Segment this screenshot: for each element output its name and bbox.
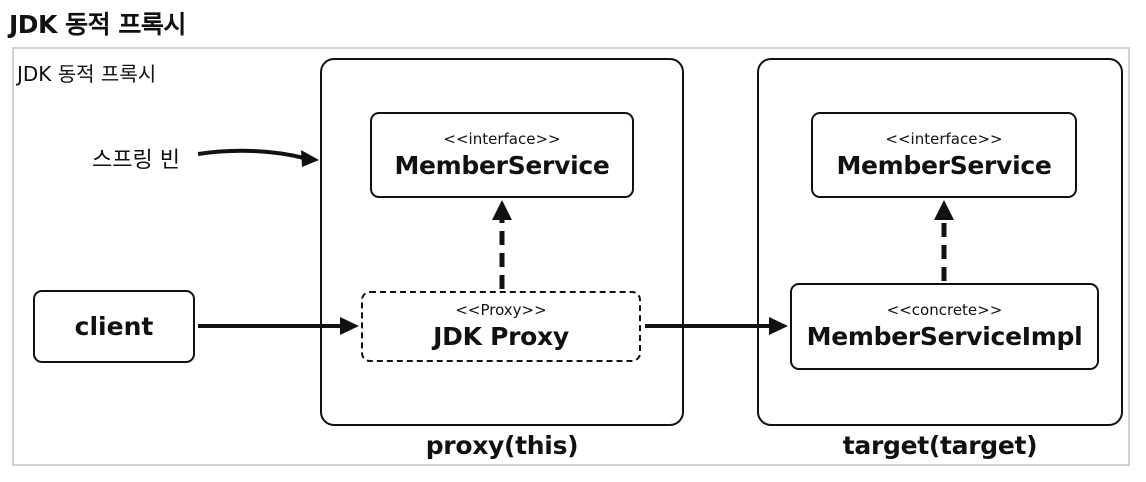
target-interface-stereotype: <<interface>>	[885, 129, 1003, 148]
client-to-proxy-arrowhead	[340, 317, 359, 335]
proxy-to-impl-arrowhead	[769, 317, 788, 335]
impl-stereotype: <<concrete>>	[886, 301, 1003, 319]
frame-label: JDK 동적 프록시	[17, 62, 157, 86]
proxy-interface-name: MemberService	[394, 150, 610, 180]
page-title: JDK 동적 프록시	[9, 10, 186, 39]
spring-bean-arrow	[197, 148, 305, 160]
target-interface-name: MemberService	[836, 150, 1052, 180]
proxy-interface-box: <<interface>> MemberService	[370, 112, 634, 198]
proxy-implements-arrowhead	[492, 200, 512, 220]
target-interface-box: <<interface>> MemberService	[811, 112, 1077, 198]
client-name: client	[74, 312, 154, 341]
spring-bean-label: 스프링 빈	[92, 148, 180, 173]
proxy-caption: proxy(this)	[425, 431, 579, 460]
member-service-impl-box: <<concrete>> MemberServiceImpl	[790, 283, 1099, 370]
target-caption: target(target)	[842, 431, 1038, 460]
proxy-interface-stereotype: <<interface>>	[443, 129, 561, 148]
jdk-proxy-box: <<Proxy>> JDK Proxy	[361, 291, 641, 362]
jdk-proxy-stereotype: <<Proxy>>	[455, 301, 547, 319]
impl-implements-arrowhead	[934, 200, 954, 220]
jdk-proxy-name: JDK Proxy	[433, 322, 569, 351]
client-box: client	[33, 290, 195, 363]
impl-name: MemberServiceImpl	[806, 322, 1083, 351]
spring-bean-arrowhead	[301, 150, 319, 167]
